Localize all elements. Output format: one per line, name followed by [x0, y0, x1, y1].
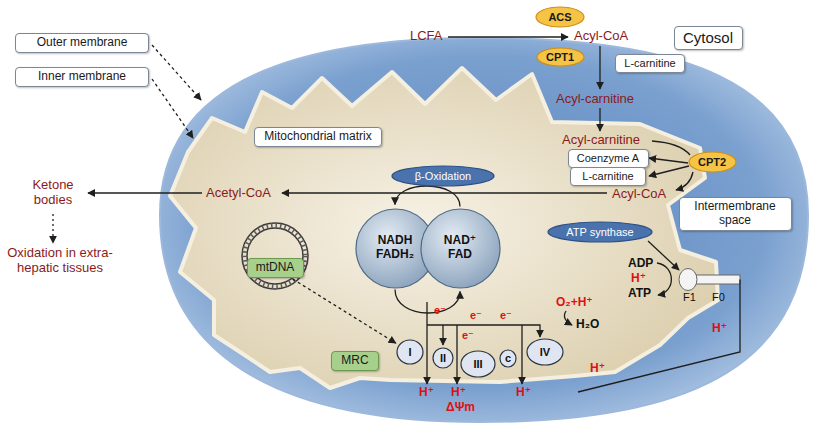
node-text: L-carnitine [624, 57, 675, 70]
label-box: L-carnitine [615, 54, 685, 73]
cofactor-circle: NAD⁺ FAD [420, 208, 501, 289]
text-label: F0 [712, 291, 725, 304]
node-text: Cytosol [683, 29, 733, 46]
label-box: L-carnitine [570, 167, 646, 186]
outer-membrane [160, 38, 808, 422]
green-box: MRC [331, 351, 379, 371]
text-label: Acyl-CoA [612, 187, 666, 202]
text-label: O₂+H⁺ [556, 296, 593, 310]
text-label: H⁺ [631, 272, 646, 286]
connector [395, 290, 460, 314]
enzyme-ellipse: ACS [535, 6, 585, 28]
text-label: Acyl-carnitine [562, 133, 640, 148]
text-label: H⁺ [516, 386, 531, 400]
node-text: CPT2 [698, 156, 726, 169]
enzyme-ellipse: CPT1 [536, 47, 585, 67]
text-label: H⁺ [590, 362, 605, 376]
text-label: LCFA [410, 29, 443, 44]
pathway-arrows [53, 37, 740, 392]
node-text: Outer membrane [37, 36, 128, 50]
label-box: Mitochondrial matrix [254, 127, 382, 147]
node-text: NAD⁺ FAD [435, 234, 485, 262]
text-label: Oxidation in extra-hepatic tissues [4, 246, 116, 276]
label-box: Intermembrane space [679, 197, 792, 231]
connector [293, 279, 396, 343]
node-text: MRC [341, 354, 368, 368]
mtdna-circle [242, 223, 308, 289]
node-text: mtDNA [256, 261, 295, 275]
text-label: Acetyl-CoA [206, 186, 271, 201]
label-box: Inner membrane [15, 67, 149, 87]
node-text: Inner membrane [38, 70, 126, 84]
text-label: H⁺ [451, 386, 466, 400]
text-label: ΔΨm [446, 401, 475, 415]
text-label: ATP [628, 287, 651, 301]
connector [395, 186, 460, 207]
atp-synthase-symbol [679, 269, 740, 291]
text-label: H⁺ [712, 322, 727, 336]
text-label: e⁻ [470, 309, 482, 322]
node-text: Mitochondrial matrix [264, 130, 371, 144]
node-text: Intermembrane space [688, 200, 783, 228]
text-label: Ketone bodies [22, 178, 84, 208]
green-box: mtDNA [247, 258, 304, 278]
complex-oval: II [432, 347, 454, 369]
inner-membrane-matrix [170, 68, 718, 388]
node-text: IV [540, 346, 550, 359]
text-label: Acyl-carnitine [556, 92, 634, 107]
node-text: Coenzyme A [577, 152, 639, 165]
text-label: H₂O [576, 318, 599, 332]
label-box: Coenzyme A [568, 149, 649, 168]
node-text: c [505, 352, 511, 365]
label-box: Cytosol [674, 26, 743, 50]
enzyme-ellipse: CPT2 [688, 151, 737, 173]
text-label: H⁺ [419, 386, 434, 400]
text-label: ADP [628, 257, 653, 271]
complex-oval: III [460, 350, 496, 378]
complex-oval: I [396, 339, 424, 365]
node-text: L-carnitine [582, 170, 633, 183]
node-text: ATP synthase [566, 226, 633, 239]
label-box: Outer membrane [15, 33, 149, 53]
node-text: CPT1 [546, 51, 574, 64]
text-label: F1 [683, 291, 696, 304]
node-text: β-Oxidation [415, 170, 471, 183]
complex-oval: c [499, 349, 517, 368]
text-label: e⁻ [434, 304, 446, 317]
node-text: NADH FADH₂ [370, 234, 420, 262]
process-ellipse: β-Oxidation [391, 165, 495, 187]
node-text: ACS [548, 11, 571, 24]
complex-oval: IV [526, 338, 564, 366]
node-text: II [440, 352, 446, 365]
text-label: Acyl-CoA [574, 29, 628, 44]
text-label: e⁻ [462, 329, 474, 342]
node-text: I [408, 346, 411, 359]
process-ellipse: ATP synthase [547, 221, 653, 243]
node-text: III [473, 358, 482, 371]
text-label: e⁻ [500, 309, 512, 322]
